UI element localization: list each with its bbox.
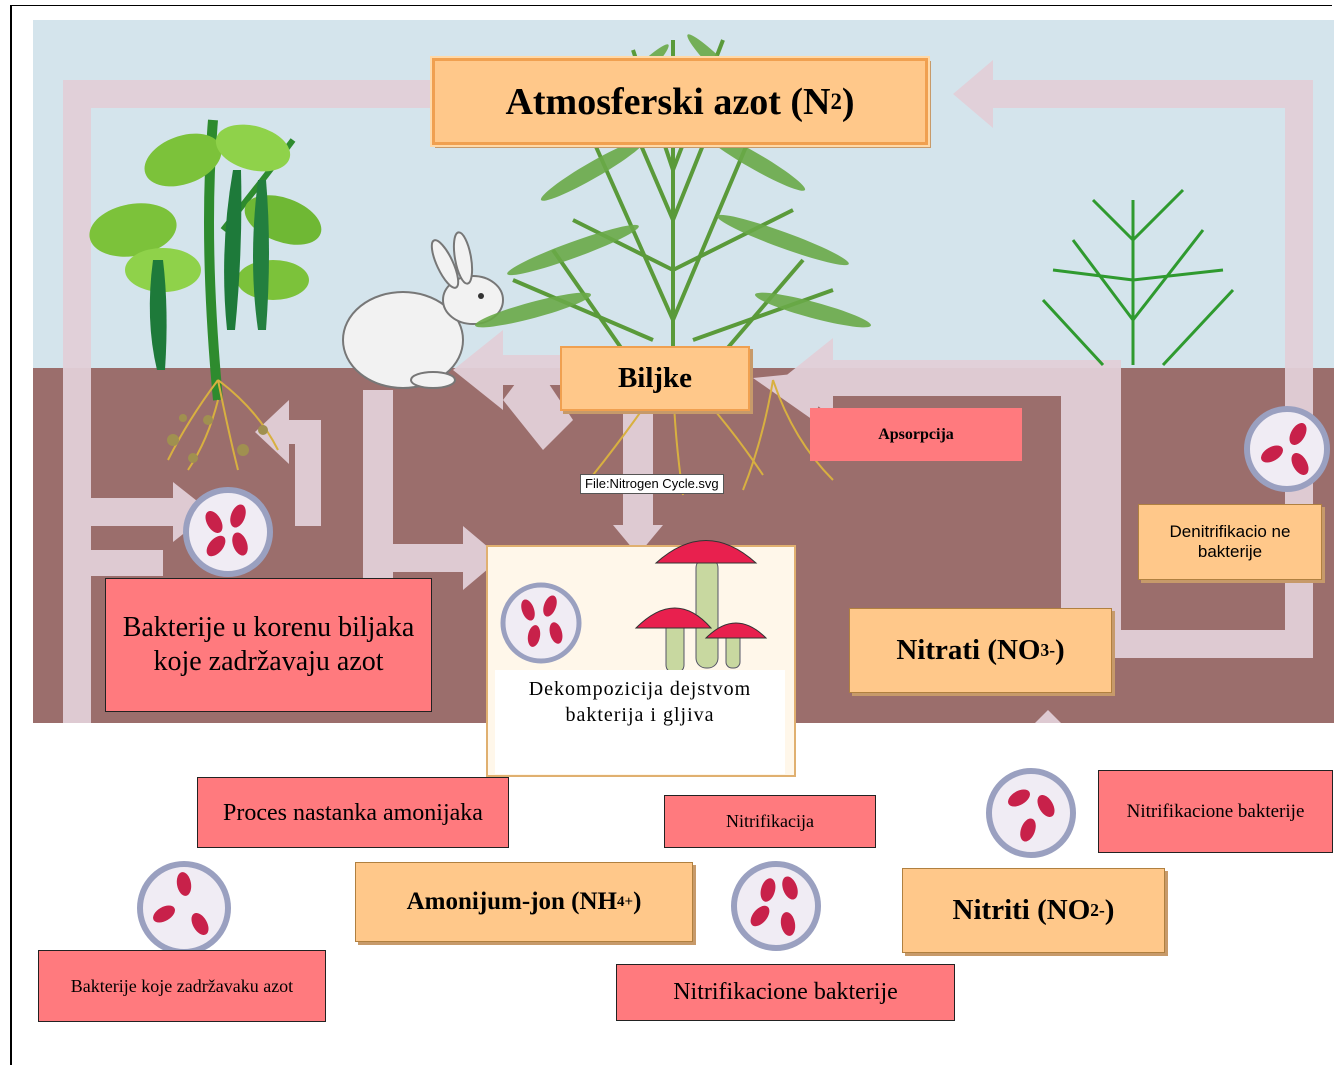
- nitrifying-bacteria-bottom-label: Nitrifikacione bakterije: [673, 979, 898, 1006]
- nitrites-subscript: 2: [1090, 900, 1099, 921]
- decomposition-illustration: [486, 518, 796, 678]
- ammonium-close: ): [633, 888, 641, 916]
- mushroom-icon: [636, 541, 766, 674]
- decomposition-box: Dekompozicija dejstvom bakterija i gljiv…: [495, 670, 785, 774]
- nitrification-box: Nitrifikacija: [664, 795, 876, 848]
- title-subscript: 2: [830, 89, 841, 115]
- nitrogen-fixing-bacteria-label: Bakterije koje zadržavaku azot: [71, 973, 293, 999]
- nitrogen-fixing-bacteria-box: Bakterije koje zadržavaku azot: [38, 950, 326, 1022]
- bacteria-denitrification-icon: [1242, 404, 1332, 494]
- denitrification-label: Denitrifikacio ne bakterije: [1139, 522, 1321, 562]
- nitrates-close: ): [1055, 634, 1065, 667]
- nitrites-text: Nitriti (NO: [953, 894, 1091, 927]
- ammonification-box: Proces nastanka amonijaka: [197, 777, 509, 848]
- ammonium-superscript: +: [625, 894, 634, 911]
- nitrification-label: Nitrifikacija: [726, 811, 814, 832]
- nitrifying-bacteria-right-label: Nitrifikacione bakterije: [1127, 799, 1305, 825]
- denitrification-bacteria-box: Denitrifikacio ne bakterije: [1138, 504, 1322, 580]
- decomposition-label: Dekompozicija dejstvom bakterija i gljiv…: [495, 676, 785, 728]
- nitrates-subscript: 3: [1040, 640, 1049, 661]
- root-bacteria-label: Bakterije u korenu biljaka koje zadržava…: [106, 611, 431, 679]
- title-text: Atmosferski azot (N: [505, 80, 830, 124]
- ammonium-text: Amonijum-jon (NH: [407, 888, 617, 916]
- ammonification-label: Proces nastanka amonijaka: [223, 799, 483, 827]
- bacteria-nitrification-right-icon: [984, 766, 1078, 860]
- nitrites-close: ): [1105, 894, 1115, 927]
- absorption-box: Apsorpcija: [810, 408, 1022, 461]
- bacteria-fixation-icon: [134, 858, 234, 958]
- file-label: File:Nitrogen Cycle.svg: [580, 474, 724, 494]
- absorption-label: Apsorpcija: [878, 426, 954, 444]
- plants-label: Biljke: [618, 362, 692, 395]
- plants-box: Biljke: [560, 346, 750, 411]
- root-bacteria-box: Bakterije u korenu biljaka koje zadržava…: [105, 578, 432, 712]
- nitrifying-bacteria-right-box: Nitrifikacione bakterije: [1098, 770, 1333, 853]
- nitrifying-bacteria-bottom-box: Nitrifikacione bakterije: [616, 964, 955, 1021]
- bacteria-root-icon: [180, 484, 276, 580]
- ammonium-subscript: 4: [617, 894, 625, 911]
- title-close: ): [842, 80, 855, 124]
- nitrates-text: Nitrati (NO: [896, 634, 1040, 667]
- bacteria-icon: [503, 585, 579, 661]
- bacteria-nitrification-bottom-icon: [728, 858, 824, 954]
